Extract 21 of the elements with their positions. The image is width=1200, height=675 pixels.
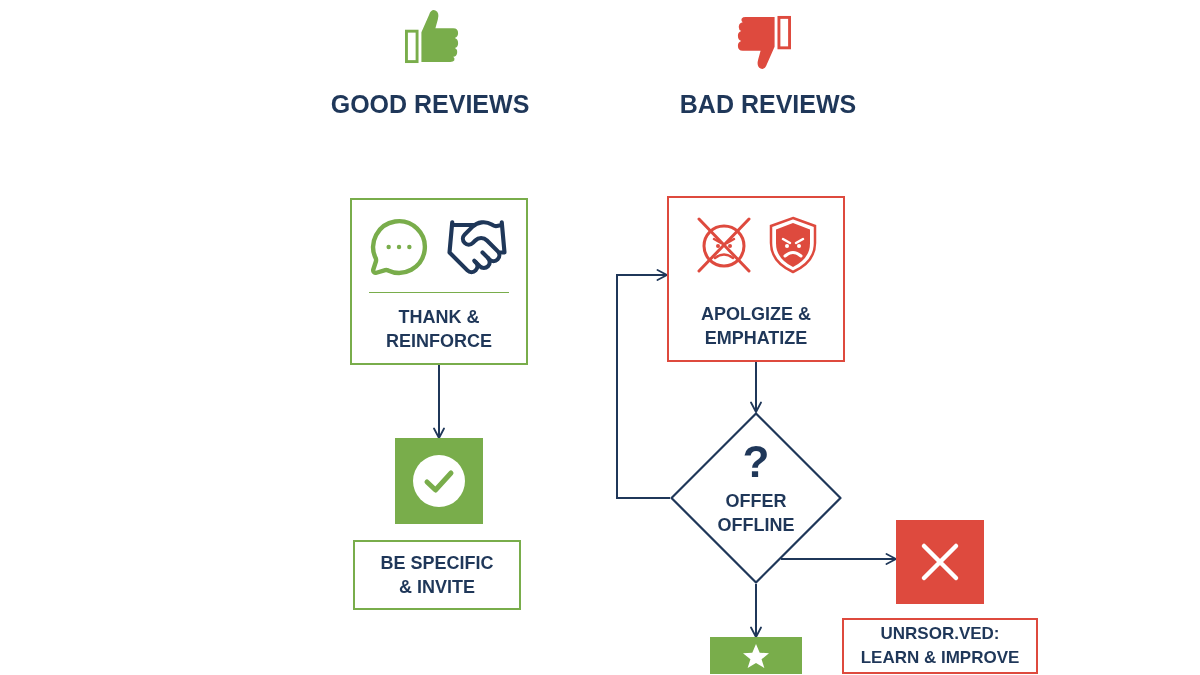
status-tile <box>896 520 984 604</box>
step-label: BE SPECIFIC & INVITE <box>379 552 495 599</box>
step-label: THANK & REINFORCE <box>385 306 493 353</box>
arrow <box>433 364 445 439</box>
question-mark: ? <box>742 439 770 485</box>
process-box <box>667 196 845 362</box>
step-label: OFFER OFFLINE <box>716 490 796 537</box>
column-heading: BAD REVIEWS <box>679 90 857 119</box>
arrow <box>750 583 762 638</box>
process-box <box>353 540 521 610</box>
step-label: UNRSOR.VED: LEARN & IMPROVE <box>859 623 1021 669</box>
arrow <box>750 361 762 413</box>
decision-diamond <box>670 412 842 584</box>
process-box <box>350 198 528 365</box>
arrow <box>780 553 897 565</box>
arrow <box>616 269 671 499</box>
status-tile <box>395 438 483 524</box>
process-box <box>842 618 1038 674</box>
status-tile <box>710 637 802 674</box>
column-heading: GOOD REVIEWS <box>330 90 530 119</box>
step-label: APOLGIZE & EMPHATIZE <box>700 303 812 350</box>
